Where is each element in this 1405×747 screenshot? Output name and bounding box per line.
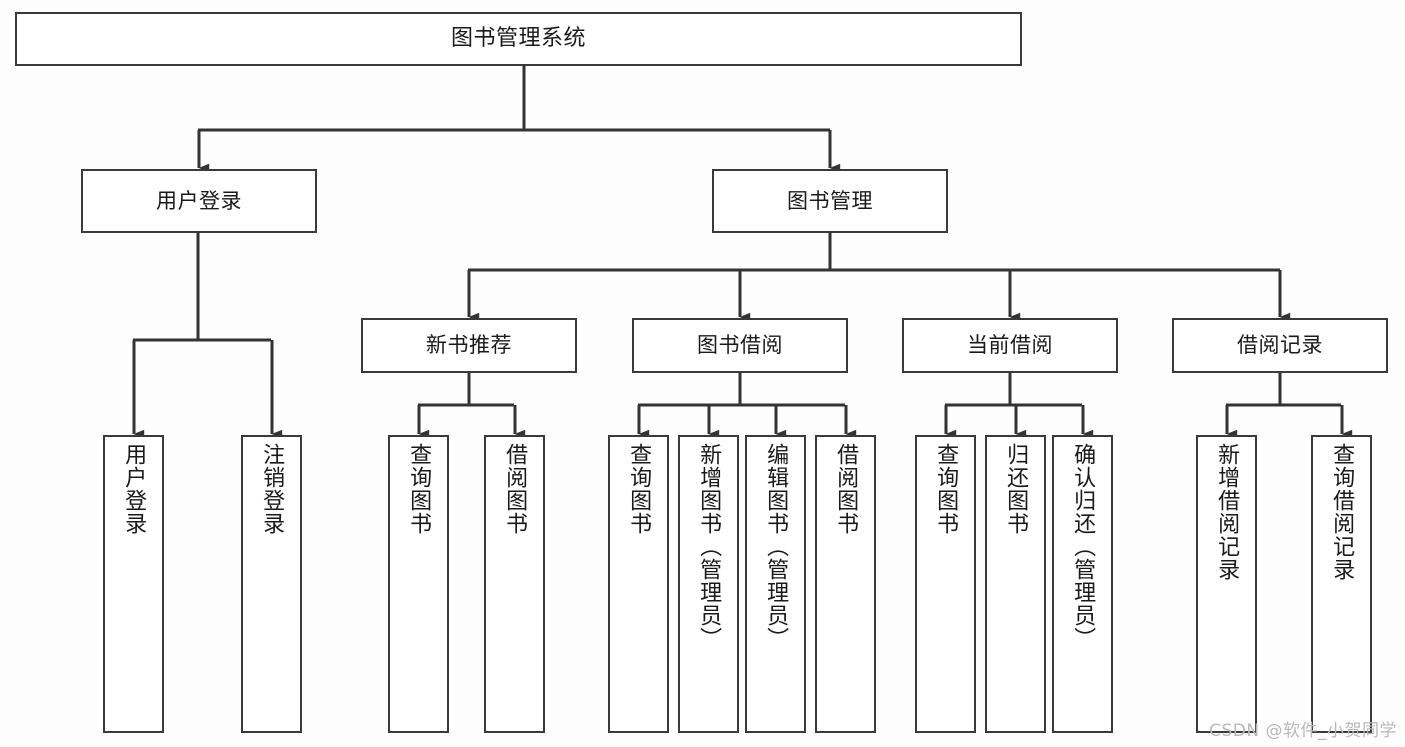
node-label: 确认归还（管理员） [1070, 443, 1096, 650]
node-record[interactable]: 借阅记录 [1172, 318, 1388, 373]
node-label: 新增借阅记录 [1214, 443, 1240, 581]
node-label: 查询图书 [406, 443, 432, 535]
node-leaf-logout[interactable]: 注销登录 [241, 435, 302, 733]
node-leaf-query-book-3[interactable]: 查询图书 [915, 435, 976, 733]
node-label: 查询图书 [933, 443, 959, 535]
watermark: CSDN @软件_小贺同学 [1209, 721, 1397, 741]
node-newbook[interactable]: 新书推荐 [361, 318, 577, 373]
node-leaf-query-book-1[interactable]: 查询图书 [388, 435, 449, 733]
node-leaf-return-book[interactable]: 归还图书 [985, 435, 1046, 733]
node-label: 借阅图书 [502, 443, 528, 535]
node-bookmgmt[interactable]: 图书管理 [712, 169, 948, 233]
node-current[interactable]: 当前借阅 [902, 318, 1118, 373]
node-label: 当前借阅 [967, 333, 1053, 358]
node-label: 新增图书（管理员） [696, 443, 722, 650]
node-login[interactable]: 用户登录 [81, 169, 317, 233]
node-label: 用户登录 [121, 443, 147, 535]
node-label: 用户登录 [156, 188, 242, 213]
node-label: 注销登录 [259, 443, 285, 535]
node-leaf-edit-book[interactable]: 编辑图书（管理员） [745, 435, 806, 733]
node-label: 借阅记录 [1237, 333, 1323, 358]
node-label: 借阅图书 [833, 443, 859, 535]
node-label: 图书管理系统 [450, 26, 586, 52]
node-leaf-user-login[interactable]: 用户登录 [103, 435, 164, 733]
node-leaf-add-book[interactable]: 新增图书（管理员） [678, 435, 739, 733]
node-label: 编辑图书（管理员） [763, 443, 789, 650]
node-leaf-borrow-book-1[interactable]: 借阅图书 [484, 435, 545, 733]
node-leaf-query-record[interactable]: 查询借阅记录 [1311, 435, 1372, 733]
node-borrow[interactable]: 图书借阅 [632, 318, 848, 373]
node-leaf-confirm-return[interactable]: 确认归还（管理员） [1052, 435, 1113, 733]
node-label: 查询借阅记录 [1329, 443, 1355, 581]
node-root[interactable]: 图书管理系统 [15, 12, 1022, 66]
node-label: 新书推荐 [426, 333, 512, 358]
node-leaf-query-book-2[interactable]: 查询图书 [608, 435, 669, 733]
node-label: 查询图书 [626, 443, 652, 535]
node-label: 图书管理 [787, 188, 873, 213]
node-label: 归还图书 [1003, 443, 1029, 535]
node-leaf-add-record[interactable]: 新增借阅记录 [1196, 435, 1257, 733]
node-label: 图书借阅 [697, 333, 783, 358]
node-leaf-borrow-book-2[interactable]: 借阅图书 [815, 435, 876, 733]
